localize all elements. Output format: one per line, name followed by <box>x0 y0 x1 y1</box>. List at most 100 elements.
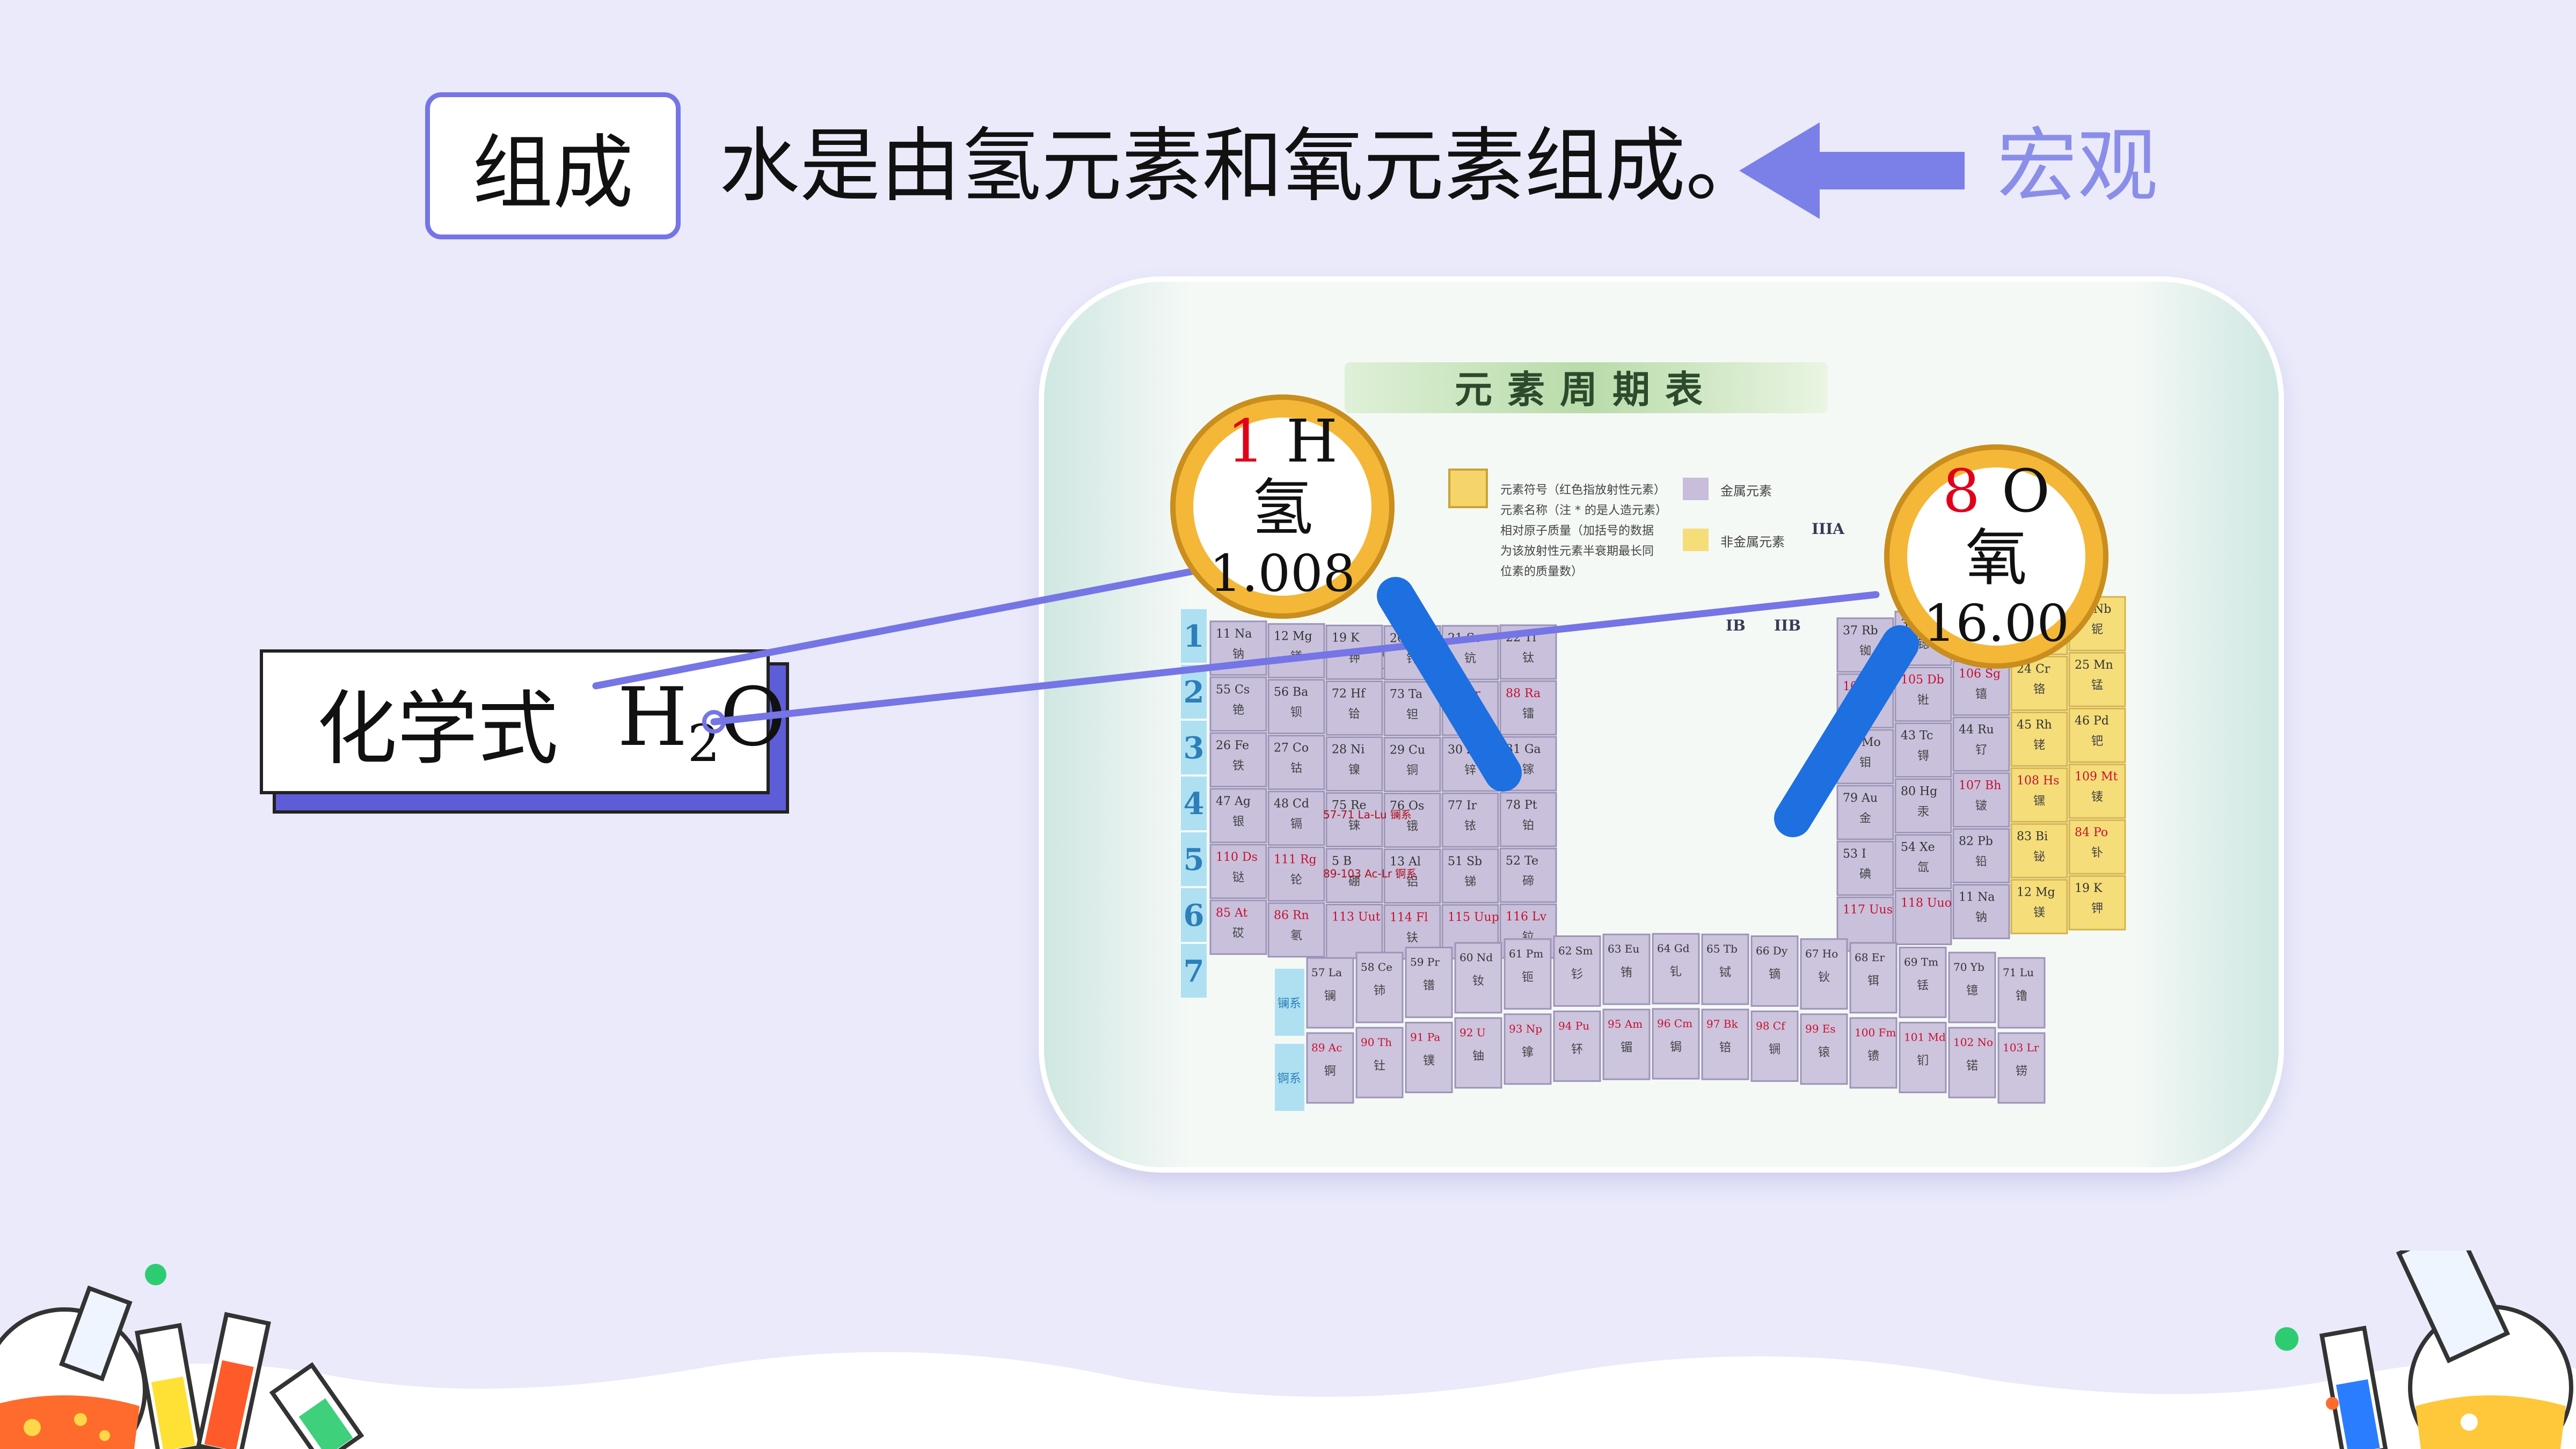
svg-text:117 Uus: 117 Uus <box>1843 903 1893 917</box>
element-cell: 12 Mg镁 <box>2010 879 2068 934</box>
group-label: IB <box>1726 617 1746 634</box>
svg-text:30 Zn: 30 Zn <box>1448 743 1482 757</box>
svg-text:72 Hf: 72 Hf <box>1332 687 1366 700</box>
svg-text:118 Uuo: 118 Uuo <box>1901 897 1952 910</box>
svg-text:88 Ra: 88 Ra <box>1506 687 1541 700</box>
element-cell: 73 Ta钽 <box>1383 680 1441 736</box>
svg-text:94 Pu: 94 Pu <box>1558 1019 1589 1032</box>
element-cell: 55 Cs铯 <box>1209 676 1267 732</box>
f-block-cell: 96 Cm锔 <box>1652 1008 1700 1080</box>
element-cell: 106 Sg 𬭳 <box>1952 661 2010 716</box>
svg-text:镨: 镨 <box>1423 979 1435 992</box>
oxygen-atomic-number: 8 <box>1942 456 1980 525</box>
legend-nonmetal-label: 非金属元素 <box>1720 535 1785 550</box>
actinide-tag: 锕系 <box>1275 1044 1304 1111</box>
svg-text:镉: 镉 <box>1290 818 1302 831</box>
element-cell: 82 Pb铅 <box>1952 828 2010 884</box>
svg-text:98 Cf: 98 Cf <box>1756 1019 1786 1032</box>
svg-text:镥: 镥 <box>2016 990 2027 1003</box>
element-cell: 108 Hs𬭶 <box>2010 767 2068 823</box>
svg-text:钛: 钛 <box>1522 652 1534 665</box>
chemical-formula-box: 化学式 H2O <box>260 649 786 794</box>
composition-statement: 水是由氢元素和氧元素组成。 <box>719 120 1767 213</box>
svg-text:钋: 钋 <box>2091 846 2103 860</box>
element-cell: 111 Rg𬬭 <box>1267 846 1325 902</box>
svg-text:11 Na: 11 Na <box>1959 891 1995 904</box>
svg-text:19 K: 19 K <box>2075 882 2103 895</box>
svg-text:镝: 镝 <box>1769 968 1780 981</box>
element-cell: 52 Te碲 <box>1499 847 1557 903</box>
svg-text:金: 金 <box>1859 812 1871 825</box>
svg-text:70 Yb: 70 Yb <box>1953 961 1984 974</box>
element-cell: 26 Fe铁 <box>1209 732 1267 788</box>
period-label: 7 <box>1181 944 1207 998</box>
svg-text:钽: 钽 <box>1406 708 1418 721</box>
hydrogen-symbol: H <box>1286 406 1338 475</box>
svg-text:66 Dy: 66 Dy <box>1756 944 1788 957</box>
svg-text:镍: 镍 <box>1348 763 1360 777</box>
element-cell: 11 Na钠 <box>1952 884 2010 940</box>
element-cell: 109 Mt鿏 <box>2068 763 2126 819</box>
element-cell: 110 Ds𫟼 <box>1209 844 1267 899</box>
svg-text:106 Sg: 106 Sg <box>1959 668 2001 681</box>
svg-text:钼: 钼 <box>1859 756 1871 770</box>
element-cell: 44 Ru钌 <box>1952 716 2010 772</box>
element-cell: 29 Cu铜 <box>1383 736 1441 792</box>
periodic-table-title: 元素周期表 <box>1455 367 1718 412</box>
f-block-cell: 89 Ac锕 <box>1306 1032 1354 1104</box>
f-block-cell: 100 Fm镄 <box>1849 1017 1898 1089</box>
f-block-cell: 71 Lu镥 <box>1997 957 2046 1029</box>
svg-text:93 Np: 93 Np <box>1509 1022 1542 1035</box>
oxygen-symbol: O <box>2001 456 2050 525</box>
f-block-cell: 101 Md钔 <box>1899 1021 1947 1093</box>
svg-text:碘: 碘 <box>1859 868 1871 881</box>
svg-text:𫟼: 𫟼 <box>1232 871 1244 884</box>
svg-text:钪: 钪 <box>1464 652 1476 665</box>
svg-text:3: 3 <box>1184 730 1205 766</box>
svg-text:锰: 锰 <box>2091 679 2103 692</box>
svg-text:1: 1 <box>1184 619 1205 654</box>
svg-text:113 Uut: 113 Uut <box>1332 910 1381 924</box>
f-block-cell: 99 Es锿 <box>1800 1013 1848 1085</box>
svg-text:13 Al: 13 Al <box>1390 855 1421 868</box>
svg-text:82 Pb: 82 Pb <box>1959 835 1993 848</box>
svg-text:109 Mt: 109 Mt <box>2075 770 2118 784</box>
f-block-cell: 60 Nd钕 <box>1454 942 1502 1014</box>
svg-text:铱: 铱 <box>1464 819 1476 833</box>
svg-text:汞: 汞 <box>1917 806 1929 819</box>
svg-text:铕: 铕 <box>1621 966 1632 979</box>
period-label: 4 <box>1181 777 1207 830</box>
f-block-cell: 94 Pu钚 <box>1553 1010 1601 1082</box>
svg-text:𬭳: 𬭳 <box>1975 688 1987 701</box>
element-cell: 56 Ba钡 <box>1267 679 1325 735</box>
element-cell: 86 Rn氡 <box>1267 902 1325 958</box>
element-cell: 45 Rh铑 <box>2010 711 2068 767</box>
svg-text:钫: 钫 <box>1464 708 1476 721</box>
svg-text:90 Th: 90 Th <box>1361 1036 1392 1049</box>
svg-text:89 Ac: 89 Ac <box>1311 1041 1342 1054</box>
svg-text:𬭊: 𬭊 <box>1917 694 1929 707</box>
svg-text:67 Ho: 67 Ho <box>1805 947 1838 960</box>
series-label: 57-71 La-Lu 镧系 <box>1323 808 1412 821</box>
element-cell: 84 Po钋 <box>2068 819 2126 875</box>
svg-text:27 Co: 27 Co <box>1274 742 1309 755</box>
svg-text:95 Am: 95 Am <box>1608 1018 1643 1030</box>
svg-text:44 Ru: 44 Ru <box>1959 723 1994 737</box>
element-cell: 72 Hf铪 <box>1325 680 1383 736</box>
f-block-cell: 97 Bk锫 <box>1701 1008 1749 1080</box>
svg-text:锫: 锫 <box>1719 1041 1731 1055</box>
svg-text:镁: 镁 <box>2033 906 2045 919</box>
svg-text:47 Ag: 47 Ag <box>1216 795 1251 808</box>
svg-text:镭: 镭 <box>1522 707 1534 721</box>
svg-text:105 Db: 105 Db <box>1901 674 1944 687</box>
svg-text:12 Mg: 12 Mg <box>1274 630 1312 643</box>
element-cell: 19 K钾 <box>2068 875 2126 931</box>
f-block-cell: 63 Eu铕 <box>1602 933 1651 1005</box>
svg-text:5 B: 5 B <box>1332 854 1352 868</box>
composition-label-box: 组成 <box>425 92 681 239</box>
element-cell: 54 Xe氙 <box>1894 834 1952 890</box>
